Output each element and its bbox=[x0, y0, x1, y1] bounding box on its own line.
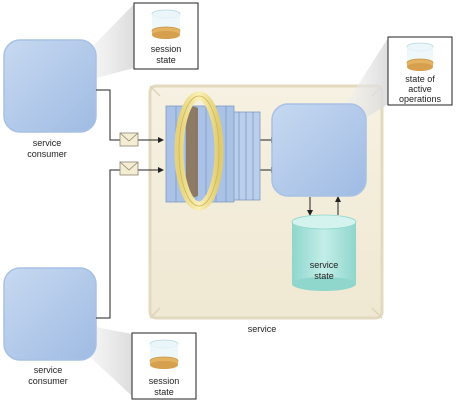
envelope-icon bbox=[119, 132, 139, 147]
active-ops-label-line3: operations bbox=[399, 94, 442, 104]
session-disc-icon bbox=[406, 42, 434, 71]
session-top-label-line1: session bbox=[151, 44, 182, 54]
service-processor bbox=[271, 103, 367, 197]
envelope-icon bbox=[119, 161, 139, 176]
service-state-label-line2: state bbox=[314, 271, 334, 281]
session-state-callout-top: session state bbox=[133, 2, 199, 70]
service-state-label-line1: service bbox=[310, 260, 339, 270]
session-bottom-label-line2: state bbox=[154, 387, 174, 397]
active-ops-label-line1: state of bbox=[405, 74, 435, 84]
database-cylinder-icon: service state bbox=[291, 214, 357, 291]
session-top-label-line2: state bbox=[156, 55, 176, 65]
active-operations-callout: state of active operations bbox=[387, 36, 453, 106]
service-label: service bbox=[248, 324, 277, 334]
consumer-bottom-label-line1: service bbox=[34, 365, 63, 375]
session-disc-icon bbox=[149, 339, 179, 369]
session-state-callout-bottom: session state bbox=[131, 332, 197, 400]
session-bottom-label-line1: session bbox=[149, 376, 180, 386]
session-disc-icon bbox=[151, 9, 181, 39]
consumer-top-label-line1: service bbox=[33, 138, 62, 148]
consumer-top-label-line2: consumer bbox=[27, 149, 67, 159]
consumer-bottom-label-line2: consumer bbox=[28, 376, 68, 386]
processing-ring bbox=[174, 91, 224, 211]
service-consumer-top: service consumer bbox=[3, 39, 97, 159]
active-ops-label-line2: active bbox=[408, 84, 432, 94]
service-consumer-bottom: service consumer bbox=[3, 267, 97, 386]
